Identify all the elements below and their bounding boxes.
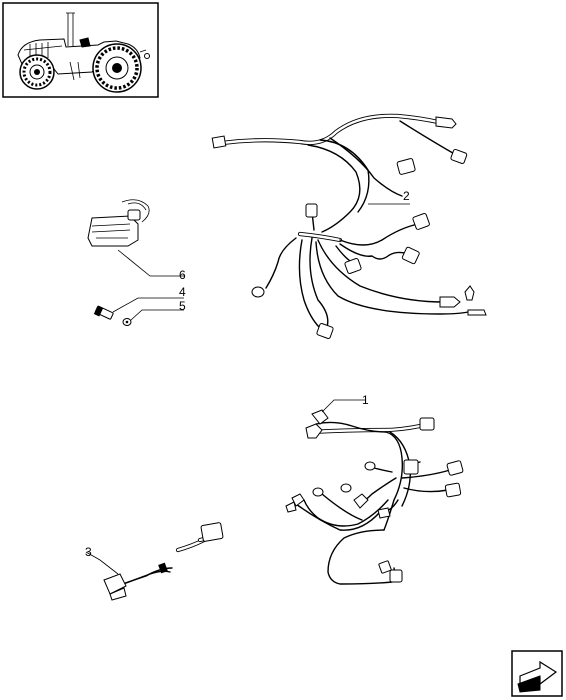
callout-1: 1 xyxy=(362,393,369,407)
bolt-and-washer-4-5: 4 5 xyxy=(93,285,186,326)
callout-3: 3 xyxy=(85,545,92,559)
wire-lead-3: 3 xyxy=(85,522,224,601)
callout-5: 5 xyxy=(179,299,186,313)
callout-4: 4 xyxy=(179,285,186,299)
callout-2: 2 xyxy=(403,189,410,203)
next-page-arrow-icon[interactable] xyxy=(511,650,563,697)
wiring-harness-2: 2 xyxy=(211,113,487,339)
callout-6: 6 xyxy=(179,268,186,282)
tractor-thumbnail-icon xyxy=(2,2,159,98)
connector-block-6: 6 xyxy=(87,199,186,282)
wiring-harness-1: 1 xyxy=(285,393,464,585)
